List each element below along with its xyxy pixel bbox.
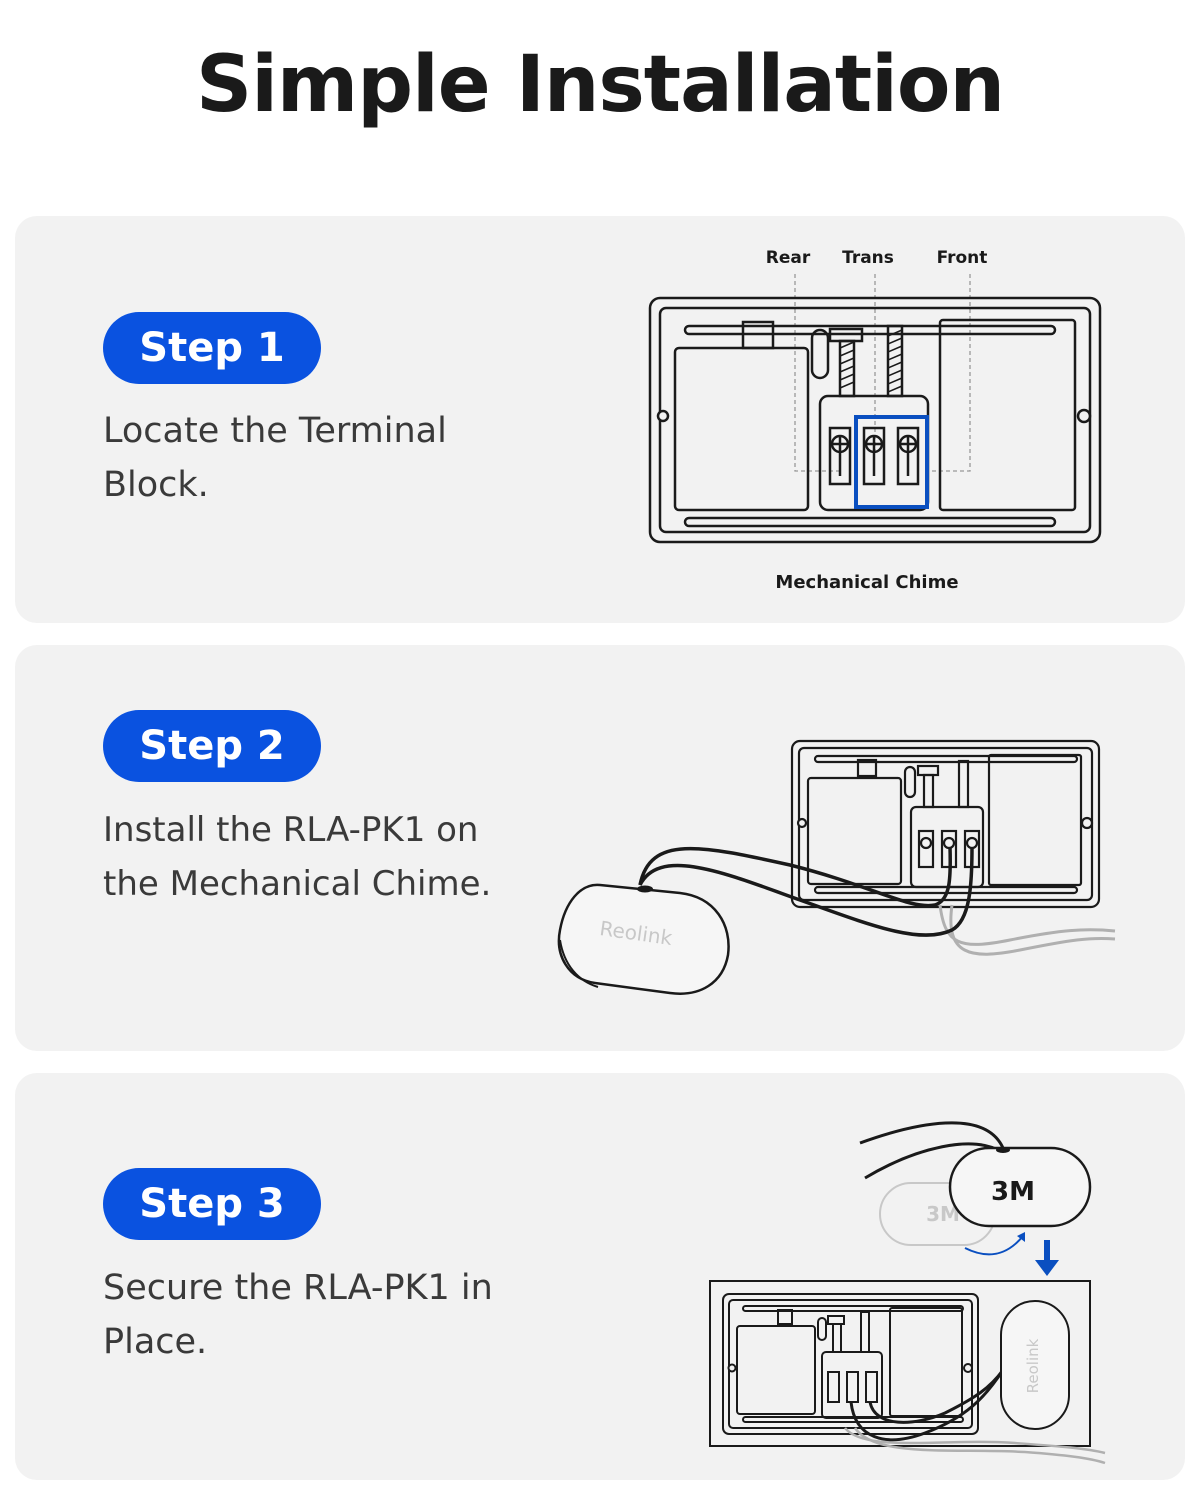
trans-terminal-label: Trans bbox=[842, 248, 894, 268]
wiring-diagram: Reolink bbox=[557, 739, 1116, 995]
device-cables-small bbox=[849, 1369, 1005, 1442]
main-device: 3M bbox=[948, 1146, 1092, 1228]
step-3-description: Secure the RLA-PK1 in Place. bbox=[103, 1268, 493, 1362]
step-2-card: Step 2 Install the RLA-PK1 on the Mechan… bbox=[15, 645, 1185, 1051]
wire-stripes bbox=[839, 329, 903, 393]
device-cables bbox=[638, 846, 974, 937]
reolink-device: Reolink bbox=[557, 883, 730, 995]
step-3-badge: Step 3 bbox=[103, 1168, 321, 1240]
mechanical-chime-caption: Mechanical Chime bbox=[775, 572, 958, 593]
chime-terminal-diagram: Rear Trans Front bbox=[648, 248, 1102, 593]
mounted-device: Reolink bbox=[1000, 1300, 1070, 1430]
step-1-badge: Step 1 bbox=[103, 312, 321, 384]
terminal-highlight-box bbox=[854, 415, 929, 509]
step-2-description: Install the RLA-PK1 on the Mechanical Ch… bbox=[103, 810, 492, 904]
step-2-badge: Step 2 bbox=[103, 710, 321, 782]
page-title: Simple Installation bbox=[196, 40, 1005, 130]
step-1-card: Step 1 Locate the Terminal Block. Rear T… bbox=[15, 216, 1185, 623]
front-terminal-label: Front bbox=[937, 248, 988, 268]
rear-terminal-label: Rear bbox=[766, 248, 811, 268]
rotate-arrow-icon bbox=[964, 1235, 1024, 1256]
household-wires-small bbox=[844, 1427, 1106, 1465]
leader-lines bbox=[794, 274, 971, 472]
step-3-card: Step 3 Secure the RLA-PK1 in Place. 3M 3… bbox=[15, 1073, 1185, 1480]
mounting-diagram: 3M 3M bbox=[709, 1121, 1106, 1465]
mounted-device-logo: Reolink bbox=[1024, 1338, 1042, 1393]
tape-label: 3M bbox=[991, 1177, 1035, 1207]
chime-housing-small bbox=[790, 739, 1101, 909]
chime-housing bbox=[648, 296, 1102, 544]
down-arrow-icon bbox=[1035, 1240, 1059, 1276]
step-1-description: Locate the Terminal Block. bbox=[103, 411, 447, 505]
